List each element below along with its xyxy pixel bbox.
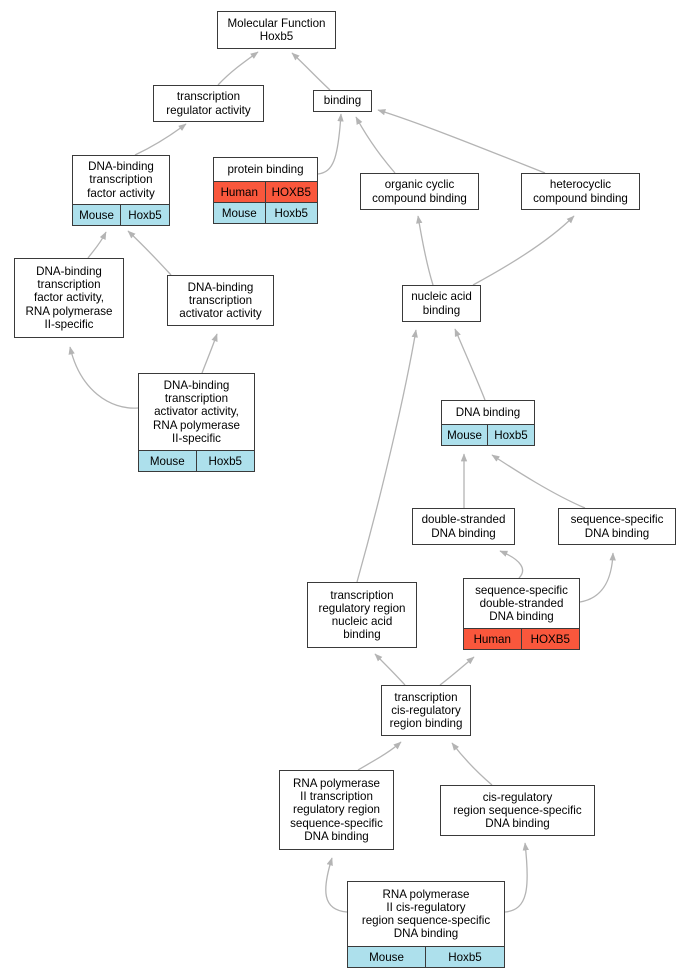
go-node-nucleic-acid-binding[interactable]: nucleic acid binding bbox=[402, 285, 481, 322]
go-node-sequence-specific-dna-binding[interactable]: sequence-specific DNA binding bbox=[558, 508, 676, 545]
edge-protein-binding-to-binding bbox=[317, 113, 344, 175]
go-node-label: sequence-specific DNA binding bbox=[559, 509, 675, 544]
edge-transcription-regulatory-region-nucleic-acid-binding-to-nucleic-acid-binding bbox=[356, 329, 418, 583]
go-node-label: heterocyclic compound binding bbox=[522, 174, 639, 209]
go-node-transcription-regulator-activity[interactable]: transcription regulator activity bbox=[153, 85, 264, 122]
go-node-sequence-specific-double-stranded-dna-binding[interactable]: sequence-specific double-stranded DNA bi… bbox=[463, 578, 580, 650]
edge-nucleic-acid-binding-to-heterocyclic-compound-binding bbox=[472, 215, 575, 286]
edge-sequence-specific-dna-binding-to-dna-binding bbox=[491, 454, 586, 509]
go-node-label: DNA-binding transcription activator acti… bbox=[139, 374, 254, 450]
edge-dna-binding-tf-activity-rnapii-to-dna-binding-tf-activity bbox=[87, 231, 107, 259]
go-node-dna-binding-transcription-activator-activity[interactable]: DNA-binding transcription activator acti… bbox=[167, 275, 274, 326]
annotation-gene: HOXB5 bbox=[265, 182, 317, 202]
annotation-gene: Hoxb5 bbox=[265, 203, 317, 223]
edge-transcription-regulator-activity-to-root bbox=[217, 51, 259, 86]
go-node-label: cis-regulatory region sequence-specific … bbox=[441, 786, 594, 835]
edge-binding-to-root bbox=[291, 52, 331, 91]
go-node-binding[interactable]: binding bbox=[313, 90, 372, 112]
go-node-dna-binding-tf-activity-rnapii[interactable]: DNA-binding transcription factor activit… bbox=[14, 258, 124, 338]
go-node-organic-cyclic-compound-binding[interactable]: organic cyclic compound binding bbox=[360, 173, 479, 210]
go-node-label: binding bbox=[314, 91, 371, 111]
go-node-label: transcription regulator activity bbox=[154, 86, 263, 121]
go-node-label: DNA-binding transcription activator acti… bbox=[168, 276, 273, 325]
edge-heterocyclic-compound-binding-to-binding bbox=[377, 109, 546, 174]
edge-rnapii-cis-regulatory-region-sequence-specific-dna-binding-to-cis-regulatory-region-sequence-specific-dna-binding bbox=[504, 842, 529, 913]
go-node-label: RNA polymerase II transcription regulato… bbox=[280, 771, 393, 849]
go-node-heterocyclic-compound-binding[interactable]: heterocyclic compound binding bbox=[521, 173, 640, 210]
edge-sequence-specific-double-stranded-dna-binding-to-double-stranded-dna-binding bbox=[499, 550, 524, 579]
go-node-label: double-stranded DNA binding bbox=[413, 509, 514, 544]
edge-rnapii-transcription-regulatory-region-sequence-specific-dna-binding-to-transcription-cis-regulatory-region-binding bbox=[357, 741, 402, 771]
edge-organic-cyclic-compound-binding-to-binding bbox=[355, 116, 396, 174]
edge-cis-regulatory-region-sequence-specific-dna-binding-to-transcription-cis-regulatory-region-binding bbox=[451, 742, 493, 786]
go-node-label: DNA-binding transcription factor activit… bbox=[15, 259, 123, 337]
annotation-species: Mouse bbox=[214, 203, 266, 223]
edge-dna-binding-activator-rnapii-to-dna-binding-tf-activity-rnapii bbox=[68, 346, 139, 409]
go-node-label: nucleic acid binding bbox=[403, 286, 480, 321]
edge-transcription-cis-regulatory-region-binding-to-sequence-specific-double-stranded-dna-binding bbox=[439, 656, 475, 686]
annotation-species: Human bbox=[464, 629, 522, 649]
go-node-label: organic cyclic compound binding bbox=[361, 174, 478, 209]
go-node-label: Molecular Function Hoxb5 bbox=[218, 12, 335, 48]
go-node-root[interactable]: Molecular Function Hoxb5 bbox=[217, 11, 336, 49]
edge-dna-binding-to-nucleic-acid-binding bbox=[454, 328, 486, 401]
edge-rnapii-cis-regulatory-region-sequence-specific-dna-binding-to-rnapii-transcription-regulatory-region-sequence-specific-dna-binding bbox=[325, 857, 348, 913]
go-node-dna-binding-activator-rnapii[interactable]: DNA-binding transcription activator acti… bbox=[138, 373, 255, 472]
go-node-transcription-regulatory-region-nucleic-acid-binding[interactable]: transcription regulatory region nucleic … bbox=[307, 582, 417, 648]
annotation-species: Mouse bbox=[348, 947, 426, 967]
annotation-species: Mouse bbox=[442, 425, 488, 445]
edge-dna-binding-tf-activity-to-transcription-regulator-activity bbox=[134, 123, 187, 156]
go-node-rnapii-cis-regulatory-region-sequence-specific-dna-binding[interactable]: RNA polymerase II cis-regulatory region … bbox=[347, 881, 505, 968]
edge-dna-binding-activator-rnapii-to-dna-binding-transcription-activator-activity bbox=[201, 333, 218, 374]
go-node-rnapii-transcription-regulatory-region-sequence-specific-dna-binding[interactable]: RNA polymerase II transcription regulato… bbox=[279, 770, 394, 850]
annotation-gene: Hoxb5 bbox=[426, 947, 504, 967]
go-node-label: protein binding bbox=[214, 158, 317, 181]
go-node-double-stranded-dna-binding[interactable]: double-stranded DNA binding bbox=[412, 508, 515, 545]
go-node-label: DNA binding bbox=[442, 401, 534, 424]
annotation-species: Mouse bbox=[139, 451, 197, 471]
go-node-cis-regulatory-region-sequence-specific-dna-binding[interactable]: cis-regulatory region sequence-specific … bbox=[440, 785, 595, 836]
go-node-label: DNA-binding transcription factor activit… bbox=[73, 156, 169, 204]
go-node-label: RNA polymerase II cis-regulatory region … bbox=[348, 882, 504, 946]
go-node-label: transcription regulatory region nucleic … bbox=[308, 583, 416, 647]
annotation-gene: Hoxb5 bbox=[121, 205, 169, 225]
annotation-gene: Hoxb5 bbox=[488, 425, 534, 445]
annotation-gene: HOXB5 bbox=[521, 629, 579, 649]
edge-dna-binding-transcription-activator-activity-to-dna-binding-tf-activity bbox=[127, 230, 172, 276]
go-node-label: sequence-specific double-stranded DNA bi… bbox=[464, 579, 579, 628]
edge-sequence-specific-double-stranded-dna-binding-to-sequence-specific-dna-binding bbox=[579, 552, 616, 603]
annotation-species: Mouse bbox=[73, 205, 121, 225]
go-node-label: transcription cis-regulatory region bind… bbox=[382, 686, 470, 735]
edge-transcription-cis-regulatory-region-binding-to-transcription-regulatory-region-nucleic-acid-binding bbox=[374, 653, 406, 686]
go-node-dna-binding-tf-activity[interactable]: DNA-binding transcription factor activit… bbox=[72, 155, 170, 226]
edge-nucleic-acid-binding-to-organic-cyclic-compound-binding bbox=[416, 215, 434, 286]
annotation-gene: Hoxb5 bbox=[196, 451, 254, 471]
go-node-transcription-cis-regulatory-region-binding[interactable]: transcription cis-regulatory region bind… bbox=[381, 685, 471, 736]
annotation-species: Human bbox=[214, 182, 266, 202]
